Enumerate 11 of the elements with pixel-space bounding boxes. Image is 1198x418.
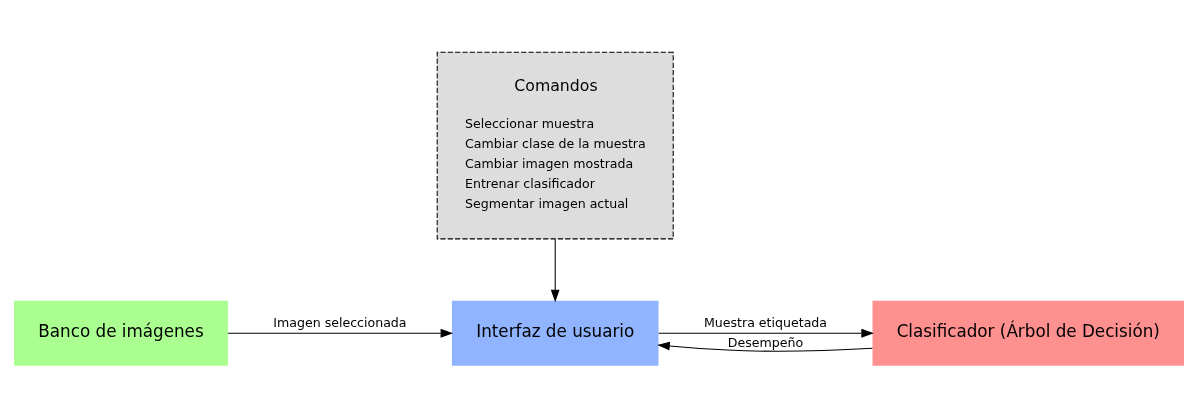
edge-label: Desempeño bbox=[727, 334, 804, 350]
node-box: Clasificador (Árbol de Decisión) bbox=[872, 300, 1184, 366]
edge-label: Imagen seleccionada bbox=[273, 314, 407, 330]
arrow bbox=[227, 328, 454, 338]
node-box: Banco de imágenes bbox=[14, 300, 228, 366]
arrow bbox=[550, 238, 560, 303]
arrow bbox=[658, 328, 874, 338]
arrow bbox=[657, 341, 873, 352]
node-box: Interfaz de usuario bbox=[451, 300, 659, 366]
edge-label: Muestra etiquetada bbox=[703, 314, 828, 330]
node-box: Comandos Seleccionar muestra Cambiar clase de la muestra Cambiar imagen mostrada Entrenar clasificador Segmentar imagen actual bbox=[436, 51, 674, 240]
